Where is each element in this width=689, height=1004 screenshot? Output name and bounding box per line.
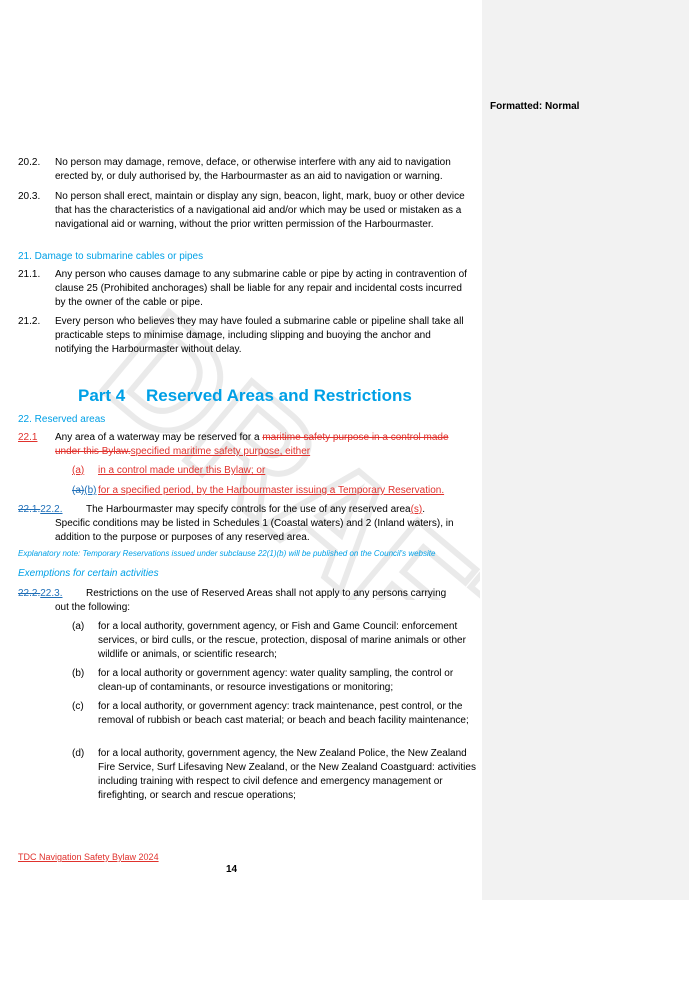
clause-number: 21.2. [18,316,41,327]
sub-item-text: in a control made under this Bylaw; or [98,465,266,476]
list-item-label: (d) [72,748,85,759]
tracked-deletion: 22.2. [18,588,41,599]
clause-text: Any person who causes damage to any subm… [55,269,467,308]
clause-number: 20.3. [18,191,41,202]
part-heading: Part 4 Reserved Areas and Restrictions [78,386,412,406]
subsection-heading: Exemptions for certain activities [18,568,159,579]
clause-number: 20.2. [18,157,41,168]
section-heading: 22. Reserved areas [18,414,106,425]
document-footer: TDC Navigation Safety Bylaw 2024 [18,852,159,862]
tracked-deletion: 22.1. [18,504,41,515]
sub-item-label: (a)(b) [72,484,96,498]
clause-lead: Any area of a waterway may be reserved f… [55,432,263,443]
comment-margin-pane [482,0,689,900]
list-item-text: for a local authority, government agency… [98,748,476,801]
clause-text: Every person who believes they may have … [55,316,464,355]
section-heading: 21. Damage to submarine cables or pipes [18,251,204,262]
tracked-insertion: specified maritime safety purpose, eithe… [130,446,311,457]
document-page: DRAFT 20.2. No person may damage, remove… [18,157,480,875]
page-number: 14 [226,864,238,875]
tracked-insertion: 22.2. [40,504,63,515]
list-item-label: (b) [72,668,85,679]
clause-number: 21.1. [18,269,41,280]
tracked-insertion: (s) [410,504,423,515]
sub-item-text: for a specified period, by the Harbourma… [98,485,445,496]
clause-text-cont: Specific conditions may be listed in Sch… [55,518,454,543]
clause-text: Restrictions on the use of Reserved Area… [86,588,447,599]
clause-line: The Harbourmaster may specify controls f… [86,504,411,515]
sub-item-label: (a) [72,465,85,476]
format-balloon-label: Formatted: Normal [490,101,580,112]
list-item-text: for a local authority, or government age… [98,701,469,726]
clause-text-cont: out the following: [55,602,131,613]
tracked-deletion: (a) [72,485,85,496]
list-item-text: for a local authority, government agency… [98,621,466,660]
clause-text: No person may damage, remove, deface, or… [55,157,451,182]
clause-text: The Harbourmaster may specify controls f… [86,503,472,517]
part-number: Part 4 [78,386,126,405]
clause-number: 22.2.22.3. [18,587,63,601]
tracked-insertion: 22.3. [40,588,63,599]
explanatory-note: Explanatory note: Temporary Reservations… [18,549,436,558]
clause-text-cont: under this Bylaw.specified maritime safe… [55,445,470,459]
list-item-text: for a local authority or government agen… [98,668,454,693]
list-item-label: (a) [72,621,85,632]
tracked-insertion: (b) [84,485,97,496]
list-item-label: (c) [72,701,84,712]
clause-text: No person shall erect, maintain or displ… [55,191,465,230]
part-title: Reserved Areas and Restrictions [146,386,412,405]
clause-text: Any area of a waterway may be reserved f… [55,431,470,445]
clause-period: . [422,504,426,515]
clause-number: 22.1.22.2. [18,503,63,517]
tracked-deletion: under this Bylaw. [55,446,131,457]
tracked-deletion: maritime safety purpose in a control mad… [262,432,449,443]
clause-number: 22.1 [18,432,38,443]
